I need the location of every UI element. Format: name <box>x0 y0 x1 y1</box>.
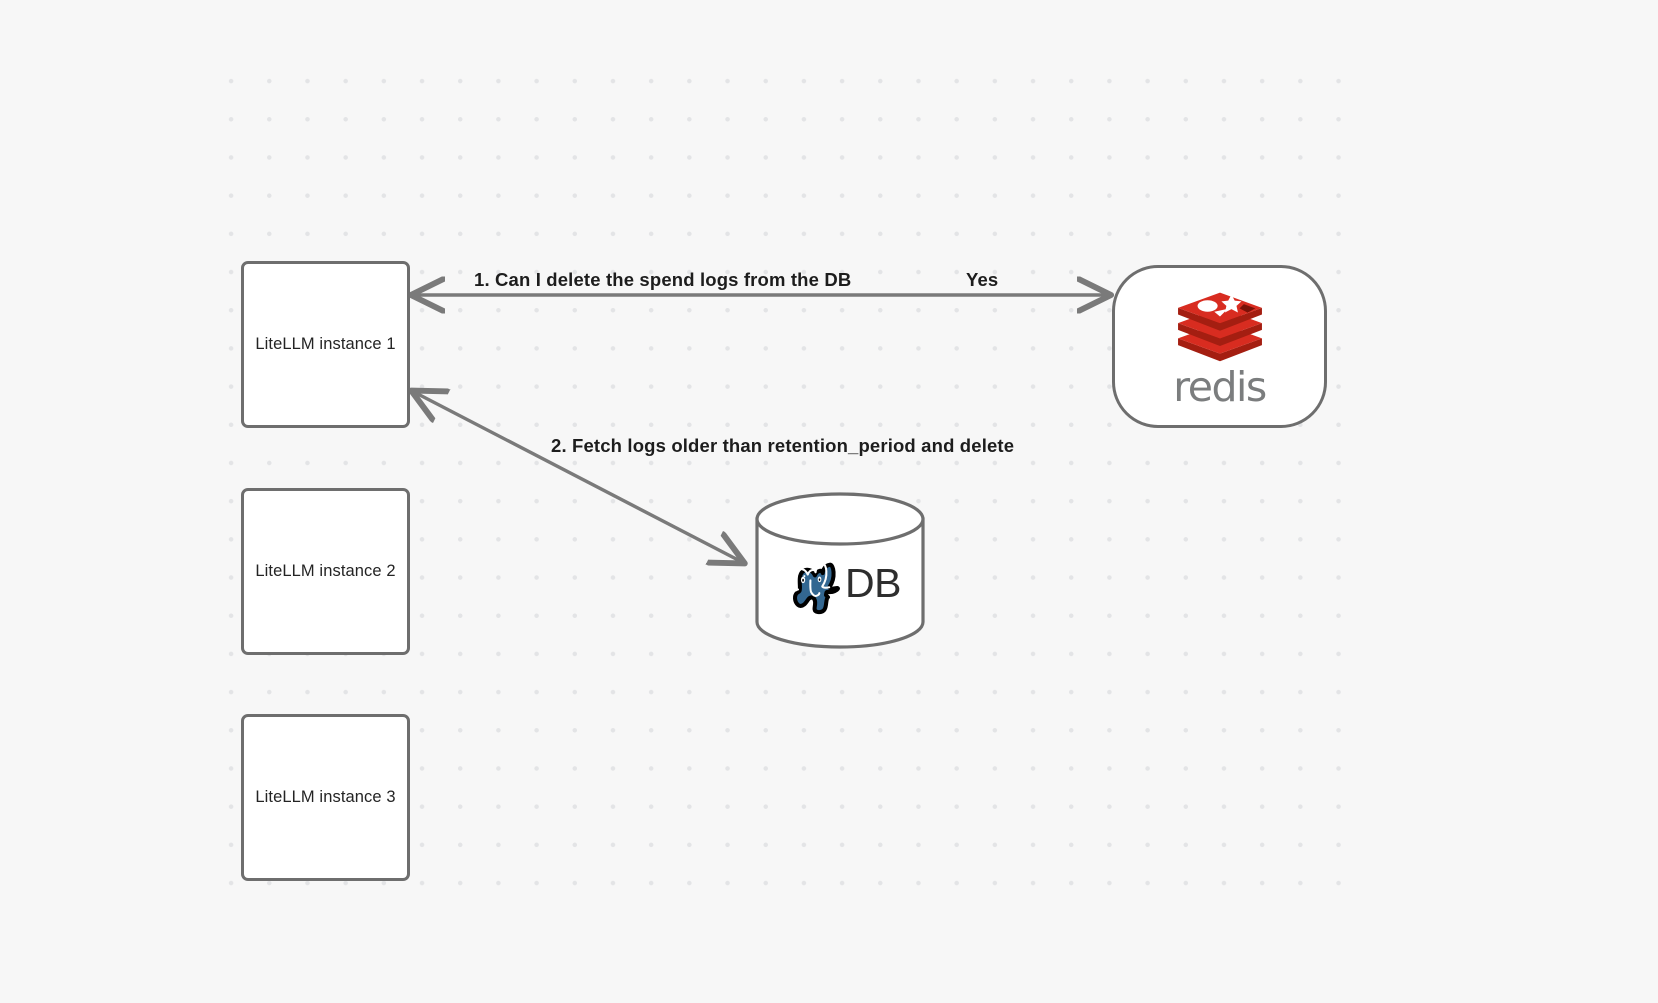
node-litellm-instance-3[interactable]: LiteLLM instance 3 <box>241 714 410 881</box>
redis-wordmark-label: redis <box>1173 363 1267 411</box>
edge-label-yes: Yes <box>966 269 999 290</box>
postgresql-elephant-icon <box>779 553 843 615</box>
node-litellm-instance-2[interactable]: LiteLLM instance 2 <box>241 488 410 655</box>
node-litellm-instance-3-label: LiteLLM instance 3 <box>255 788 396 806</box>
node-redis[interactable]: redis <box>1112 265 1327 428</box>
node-litellm-instance-1-label: LiteLLM instance 1 <box>255 335 396 353</box>
redis-logo-icon <box>1172 285 1268 367</box>
edge-label-step-2: 2. Fetch logs older than retention_perio… <box>551 435 1015 456</box>
edge-label-step-1: 1. Can I delete the spend logs from the … <box>474 269 852 290</box>
node-litellm-instance-2-label: LiteLLM instance 2 <box>255 562 396 580</box>
node-database[interactable]: DB <box>754 492 926 649</box>
node-litellm-instance-1[interactable]: LiteLLM instance 1 <box>241 261 410 428</box>
db-label: DB <box>845 560 901 606</box>
cylinder-shape <box>755 492 925 649</box>
